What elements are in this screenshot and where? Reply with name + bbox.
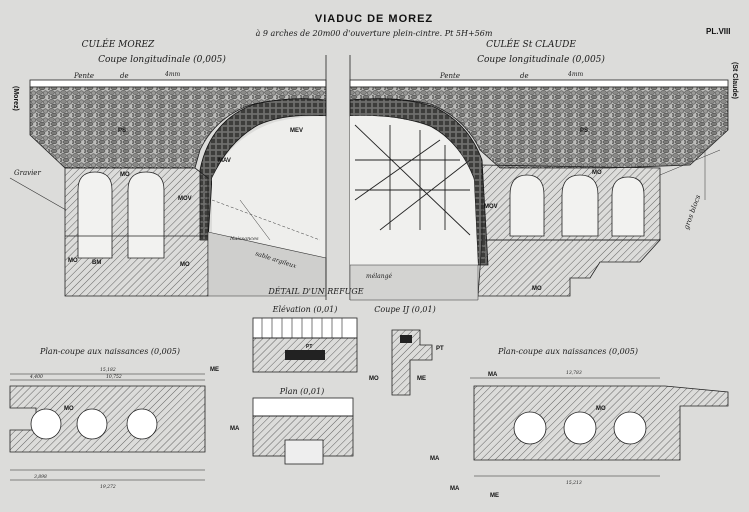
plan-right-ma3: MA bbox=[450, 486, 460, 492]
plan-left-void bbox=[76, 408, 108, 440]
plan-left-dim: 3,898 bbox=[34, 474, 47, 480]
left-caption: Coupe longitudinale (0,005) bbox=[98, 54, 226, 65]
relief-arch bbox=[509, 174, 545, 237]
plan-left-caption: Plan-coupe aux naissances (0,005) bbox=[39, 347, 180, 356]
label-mo3: MO bbox=[180, 262, 190, 268]
melange-label: mélangé bbox=[366, 273, 392, 280]
plan-caption: Plan (0,01) bbox=[279, 387, 324, 396]
left-heading: CULÉE MOREZ bbox=[82, 38, 155, 50]
label-mo2: MO bbox=[68, 258, 78, 264]
label-ps: PS bbox=[118, 128, 126, 134]
plan-left-dim: 15,182 bbox=[100, 367, 116, 373]
slope-de-right: de bbox=[520, 72, 529, 80]
plan-right-masonry bbox=[473, 385, 729, 461]
plate-number: PL.VIII bbox=[706, 27, 730, 36]
plan-left-dim: 10,752 bbox=[106, 374, 122, 380]
label-mo-right: MO bbox=[592, 170, 602, 176]
gros-blocs-label: gros blocs bbox=[682, 193, 702, 230]
plan-left-me: ME bbox=[210, 367, 219, 373]
plan-refuge bbox=[284, 439, 324, 465]
label-mov: MOV bbox=[178, 196, 192, 202]
coupe-pt: PT bbox=[436, 346, 444, 352]
plan-right-me: ME bbox=[490, 493, 499, 499]
coupe-caption: Coupe IJ (0,01) bbox=[374, 305, 435, 314]
plan-left-ma: MA bbox=[230, 426, 240, 432]
plan-right-void bbox=[563, 411, 597, 445]
right-heading: CULÉE St CLAUDE bbox=[486, 38, 576, 50]
slope-label: Pente bbox=[73, 72, 94, 80]
relief-arch bbox=[561, 174, 599, 237]
plan-right-void bbox=[613, 411, 647, 445]
coupe-me: ME bbox=[417, 376, 426, 382]
plan-left-void bbox=[30, 408, 62, 440]
label-bm: BM bbox=[92, 260, 101, 266]
plan-left-dim: 19,272 bbox=[100, 484, 116, 490]
plan-right-caption: Plan-coupe aux naissances (0,005) bbox=[497, 347, 638, 356]
coupe-profile bbox=[391, 329, 433, 396]
plan-left-dim: 4,400 bbox=[29, 374, 43, 380]
plan-right-mo: MO bbox=[596, 406, 606, 412]
page-title: VIADUC DE MOREZ bbox=[315, 13, 433, 25]
plan-left-mo: MO bbox=[64, 406, 74, 412]
plan-right-ma: MA bbox=[488, 372, 498, 378]
centering-frame bbox=[354, 124, 471, 236]
plan-parapet bbox=[252, 397, 354, 417]
deck-parapet bbox=[349, 79, 729, 88]
elev-pt-label: PT bbox=[306, 344, 312, 350]
gravier-label: Gravier bbox=[14, 169, 41, 177]
right-caption: Coupe longitudinale (0,005) bbox=[477, 54, 605, 65]
ground-right bbox=[349, 264, 479, 301]
label-mo: MO bbox=[120, 172, 130, 178]
plan-right-dim: 15,213 bbox=[566, 480, 582, 486]
label-mev: MEV bbox=[290, 128, 303, 134]
slope-value-right: 4mm bbox=[567, 71, 584, 78]
right-section: CULÉE St CLAUDE Coupe longitudinale (0,0… bbox=[349, 38, 738, 301]
label-mov-right: MOV bbox=[484, 204, 498, 210]
label-mo2-right: MO bbox=[532, 286, 542, 292]
label-ps-right: PS bbox=[580, 128, 588, 134]
slope-value: 4mm bbox=[164, 71, 181, 78]
right-side-label: (St Claude) bbox=[731, 62, 738, 99]
relief-arch bbox=[77, 171, 113, 259]
deck-parapet bbox=[29, 79, 327, 88]
label-mav: MAV bbox=[218, 158, 231, 164]
detail-heading: DÉTAIL D'UN REFUGE bbox=[267, 287, 363, 296]
plan-left: Plan-coupe aux naissances (0,005) ME MA … bbox=[9, 347, 240, 490]
plan-right-void bbox=[513, 411, 547, 445]
elevation-parapet bbox=[252, 317, 358, 339]
page-subtitle: à 9 arches de 20m00 d'ouverture plein-ci… bbox=[256, 29, 493, 38]
plan-right-dim: 13,783 bbox=[566, 370, 582, 376]
plan-right-ma2: MA bbox=[430, 456, 440, 462]
refuge-detail: DÉTAIL D'UN REFUGE Elévation (0,01) Coup… bbox=[252, 287, 444, 465]
foundation bbox=[477, 239, 661, 297]
elevation-corbel bbox=[285, 350, 325, 360]
plan-left-void bbox=[126, 408, 158, 440]
elevation-caption: Elévation (0,01) bbox=[272, 305, 338, 314]
plan-left-masonry bbox=[9, 385, 206, 453]
left-side-label: (Morez) bbox=[12, 86, 19, 111]
slope-label-right: Pente bbox=[439, 72, 460, 80]
slope-de: de bbox=[120, 72, 129, 80]
coupe-mo: MO bbox=[369, 376, 379, 382]
left-section: CULÉE MOREZ Coupe longitudinale (0,005) … bbox=[9, 38, 327, 297]
plan-right: Plan-coupe aux naissances (0,005) MA MO … bbox=[430, 347, 729, 499]
relief-arch bbox=[127, 171, 165, 259]
relief-arch bbox=[611, 176, 645, 237]
naissances-label: Naissances bbox=[229, 236, 259, 242]
